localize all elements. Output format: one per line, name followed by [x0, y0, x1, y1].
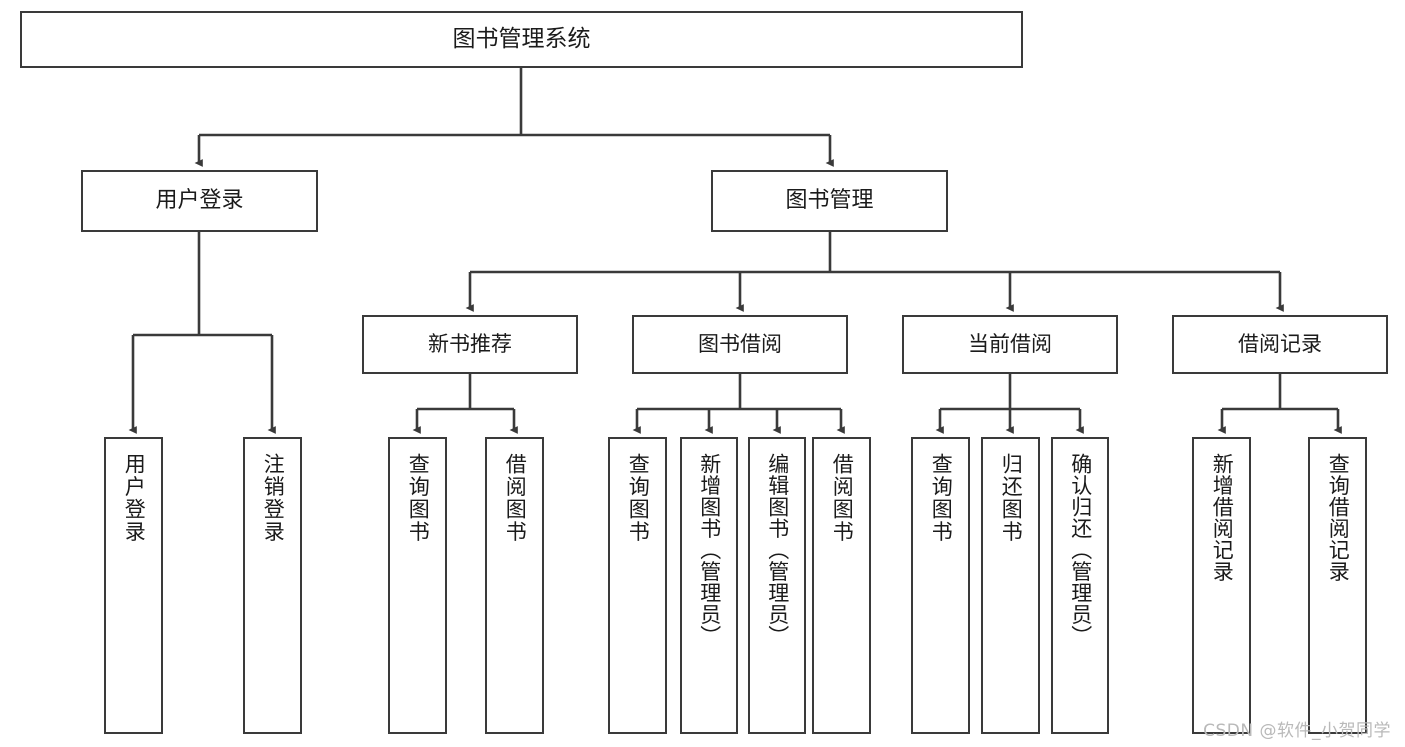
leaf-confirm-return[interactable]: 确认归还（管理员） [1051, 437, 1109, 734]
node-borrow-record[interactable]: 借阅记录 [1172, 315, 1388, 374]
node-new-book-recommend[interactable]: 新书推荐 [362, 315, 578, 374]
leaf-user-login-label: 用户登录 [122, 453, 147, 543]
leaf-return-book[interactable]: 归还图书 [981, 437, 1040, 734]
leaf-add-book[interactable]: 新增图书（管理员） [680, 437, 738, 734]
node-book-manage-label: 图书管理 [785, 187, 874, 213]
node-borrow-record-label: 借阅记录 [1238, 331, 1322, 356]
leaf-query-book-1[interactable]: 查询图书 [388, 437, 447, 734]
leaf-add-book-label: 新增图书（管理员） [697, 453, 722, 647]
node-user-login[interactable]: 用户登录 [81, 170, 318, 232]
leaf-borrow-book-1[interactable]: 借阅图书 [485, 437, 544, 734]
leaf-borrow-book-2[interactable]: 借阅图书 [812, 437, 871, 734]
leaf-edit-book[interactable]: 编辑图书（管理员） [748, 437, 806, 734]
leaf-query-book-3[interactable]: 查询图书 [911, 437, 970, 734]
node-root-label: 图书管理系统 [452, 26, 591, 53]
leaf-edit-book-label: 编辑图书（管理员） [765, 453, 790, 647]
leaf-borrow-book-2-label: 借阅图书 [830, 453, 855, 543]
node-book-borrow-label: 图书借阅 [698, 331, 782, 356]
csdn-watermark: CSDN @软件_小贺同学 [1203, 721, 1391, 741]
leaf-user-logout[interactable]: 注销登录 [243, 437, 302, 734]
node-current-borrow-label: 当前借阅 [968, 331, 1052, 356]
node-new-book-recommend-label: 新书推荐 [428, 331, 512, 356]
leaf-return-book-label: 归还图书 [999, 453, 1024, 543]
node-current-borrow[interactable]: 当前借阅 [902, 315, 1118, 374]
node-user-login-label: 用户登录 [155, 187, 244, 213]
leaf-confirm-return-label: 确认归还（管理员） [1068, 453, 1093, 647]
node-root[interactable]: 图书管理系统 [20, 11, 1023, 68]
node-book-borrow[interactable]: 图书借阅 [632, 315, 848, 374]
leaf-borrow-book-1-label: 借阅图书 [503, 453, 528, 543]
leaf-query-record-label: 查询借阅记录 [1326, 453, 1351, 582]
leaf-query-book-1-label: 查询图书 [406, 453, 431, 543]
leaf-user-logout-label: 注销登录 [261, 453, 286, 543]
leaf-query-book-2-label: 查询图书 [626, 453, 651, 543]
leaf-user-login[interactable]: 用户登录 [104, 437, 163, 734]
leaf-query-book-2[interactable]: 查询图书 [608, 437, 667, 734]
leaf-add-record[interactable]: 新增借阅记录 [1192, 437, 1251, 734]
leaf-query-record[interactable]: 查询借阅记录 [1308, 437, 1367, 734]
leaf-query-book-3-label: 查询图书 [929, 453, 954, 543]
leaf-add-record-label: 新增借阅记录 [1210, 453, 1235, 582]
node-book-manage[interactable]: 图书管理 [711, 170, 948, 232]
